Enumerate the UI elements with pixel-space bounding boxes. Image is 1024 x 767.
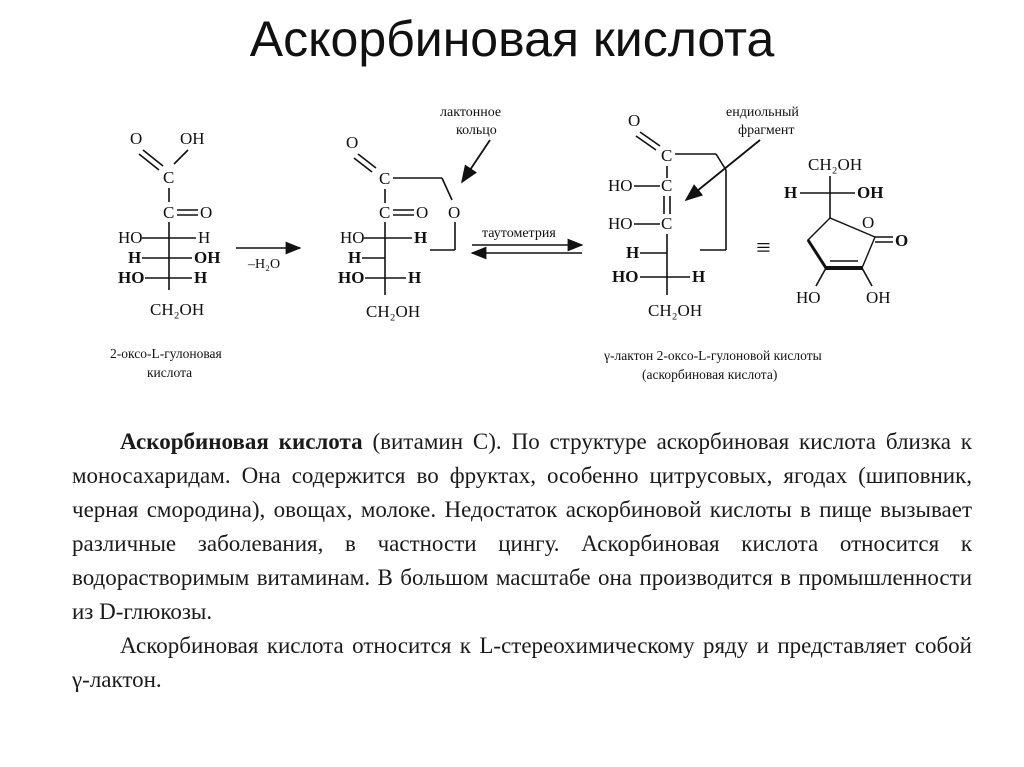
molecule-lactone-intermediate: O C O C O HO H H HO H CH₂OH лактонное ко… <box>338 105 501 321</box>
mol1-r3-right: H <box>198 228 210 247</box>
mol1-oh-top: OH <box>180 129 205 148</box>
slide-title: Аскорбиновая кислота <box>249 11 775 67</box>
mol2-r4-left: H <box>348 248 361 267</box>
ring-oh-bottom-right: OH <box>866 288 891 307</box>
mol1-c1: C <box>163 168 174 187</box>
tautomerism-label: таутометрия <box>482 226 556 241</box>
molecule-ascorbic-acid-ring: CH₂OH H OH O O HO OH <box>784 155 908 307</box>
paragraph-1-term: Аскорбиновая кислота <box>120 429 363 454</box>
paragraph-1: Аскорбиновая кислота (витамин C). По стр… <box>72 425 972 629</box>
mol3-o-top: O <box>628 111 640 130</box>
mol1-r3-left: HO <box>118 228 143 247</box>
ring-h-left: H <box>784 183 797 202</box>
mol3-bottom: CH₂OH <box>648 301 702 320</box>
mol2-bottom: CH₂OH <box>366 302 420 321</box>
mol2-r3-right: H <box>414 228 427 247</box>
mol3-c3: C <box>661 214 672 233</box>
ring-oh-bottom-left: HO <box>796 288 821 307</box>
mol3-c2: C <box>661 176 672 195</box>
mol2-r5-left: HO <box>338 268 364 287</box>
mol1-bottom: CH₂OH <box>150 300 204 319</box>
mol3-r4-left: H <box>626 243 639 262</box>
molecule-2-oxo-gulonic-acid: O OH C C O HO H H OH HO H CH₂OH 2-оксо-L… <box>110 129 222 380</box>
paragraph-2: Аскорбиновая кислота относится к L-стере… <box>72 633 972 692</box>
lactone-ring-note-line2: кольцо <box>456 123 497 138</box>
reaction-scheme: O OH C C O HO H H OH HO H CH₂OH 2-оксо-L… <box>110 105 908 382</box>
description-text: Аскорбиновая кислота (витамин C). По стр… <box>72 425 972 697</box>
mol2-r5-right: H <box>408 268 421 287</box>
enediol-note-line2: фрагмент <box>738 123 795 138</box>
mol3-caption-line2: (аскорбиновая кислота) <box>642 367 777 382</box>
paragraph-1-body: (витамин C). По структуре аскорбиновая к… <box>72 429 972 624</box>
mol3-caption-line1: γ-лактон 2-оксо-L-гулоновой кислоты <box>603 348 822 363</box>
mol1-c2: C <box>163 203 174 222</box>
ring-top: CH₂OH <box>808 155 862 174</box>
mol2-o-c2: O <box>416 203 428 222</box>
mol2-r3-left: HO <box>340 228 365 247</box>
mol1-o-top: O <box>130 129 142 148</box>
mol1-r5-right: H <box>194 268 207 287</box>
mol3-c1: C <box>661 146 672 165</box>
enediol-note-line1: ендиольный <box>726 105 799 120</box>
mol3-r2-left: HO <box>608 176 633 195</box>
dehydration-arrow: –H₂O <box>236 241 302 272</box>
mol1-caption-line1: 2-оксо-L-гулоновая <box>110 346 222 361</box>
mol1-r4-right: OH <box>194 248 220 267</box>
equivalence-sign: ≡ <box>756 233 771 262</box>
tautomerism-arrows: таутометрия <box>470 226 584 260</box>
mol3-r5-left: HO <box>612 267 638 286</box>
ring-oh-right: OH <box>857 183 883 202</box>
ring-o-carbonyl: O <box>895 231 908 250</box>
molecule-ascorbic-acid-fischer: O C HO C HO C H HO H CH₂OH ендиольный фр… <box>603 105 822 382</box>
mol2-o-ring: O <box>448 203 460 222</box>
mol1-caption-line2: кислота <box>147 365 192 380</box>
dehydration-label: –H₂O <box>247 257 280 272</box>
mol3-r5-right: H <box>692 267 705 286</box>
mol3-r3-left: HO <box>608 214 633 233</box>
ring-o: O <box>862 213 874 232</box>
mol2-c2: C <box>379 203 390 222</box>
mol1-r4-left: H <box>128 248 141 267</box>
mol2-c1: C <box>379 169 390 188</box>
mol1-r5-left: HO <box>118 268 144 287</box>
mol2-o-top: O <box>346 133 358 152</box>
lactone-ring-note-line1: лактонное <box>440 105 501 120</box>
mol1-o-c2: O <box>200 203 212 222</box>
